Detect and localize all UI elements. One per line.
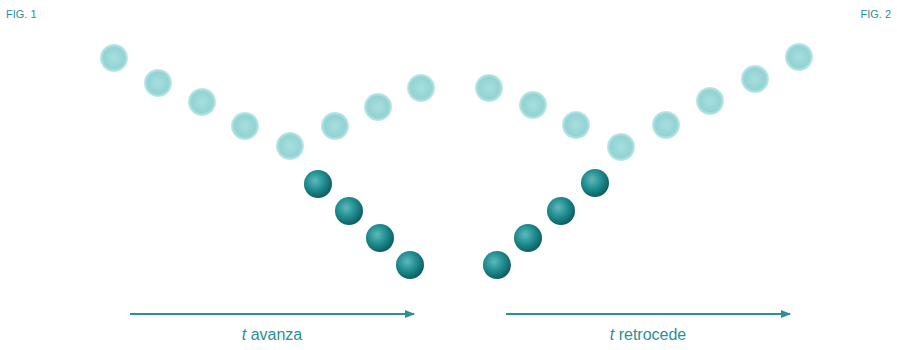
time-arrow — [130, 313, 414, 315]
fig1-light-balls — [100, 44, 435, 160]
figure-number: FIG. 2 — [860, 8, 891, 20]
axis-caption: t avanza — [242, 326, 303, 344]
fig2-dark-balls — [483, 169, 609, 279]
axis-caption: t retrocede — [610, 326, 687, 344]
fig2-light-balls — [475, 43, 813, 161]
time-arrow — [506, 313, 790, 315]
figure-number: FIG. 1 — [6, 8, 37, 20]
fig1-dark-balls — [304, 170, 424, 279]
